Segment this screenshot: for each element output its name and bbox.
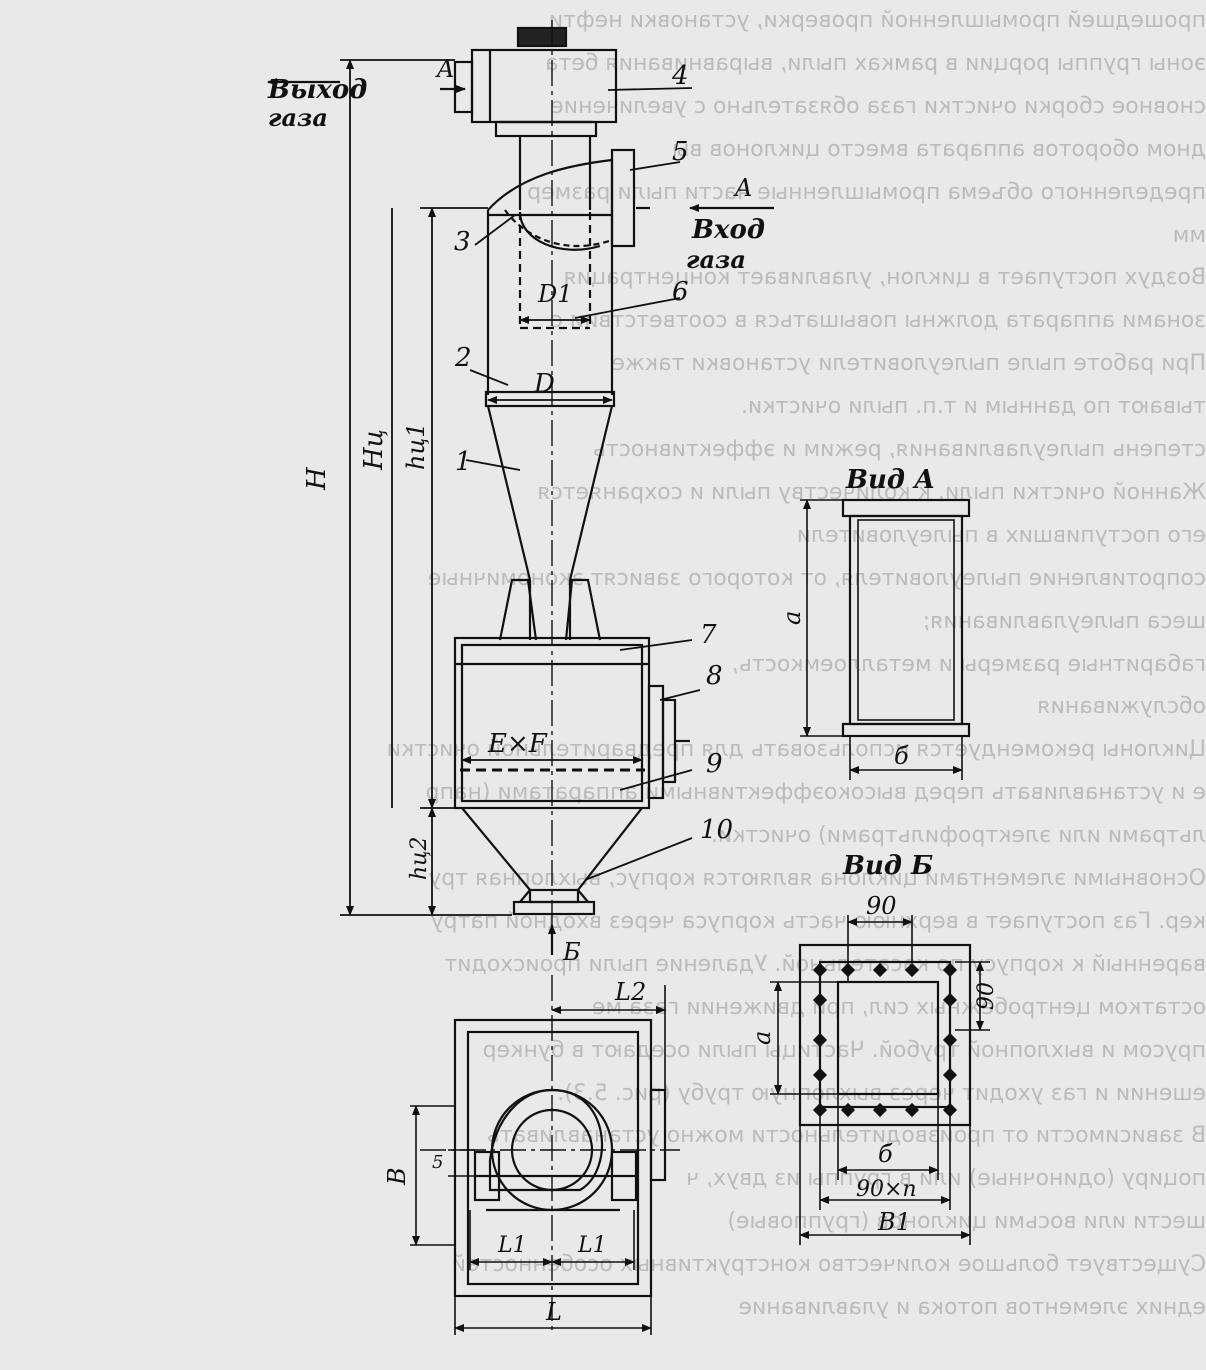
view-a — [800, 498, 971, 780]
dim-h: H — [302, 466, 332, 491]
dim-exf: E×F — [487, 729, 548, 759]
discharge-10 — [512, 900, 596, 916]
dim-hc2: hц2 — [407, 836, 432, 880]
dim-d1: D1 — [537, 280, 573, 308]
bolt-hole-marker — [812, 992, 828, 1008]
hatch-8 — [661, 698, 677, 784]
bolt-hole-marker — [812, 1067, 828, 1083]
dim-l: L — [545, 1298, 562, 1326]
part-1: 1 — [455, 447, 472, 477]
view-a-title: Вид А — [845, 465, 935, 495]
bolt-hole-marker — [942, 1032, 958, 1048]
bolt-pitch-90: 90 — [866, 892, 897, 920]
bolt-hole-marker — [840, 962, 856, 978]
inlet-label2: газа — [686, 245, 746, 274]
bolt-hole-marker — [904, 962, 920, 978]
bolt-hole-marker — [812, 1102, 828, 1118]
part-8: 8 — [706, 661, 723, 691]
dim-hc: Hц — [359, 429, 389, 471]
view-a-b: б — [894, 742, 909, 770]
part-2: 2 — [454, 343, 472, 373]
bolt-hole-marker — [872, 962, 888, 978]
view-b-title: Вид Б — [842, 851, 933, 881]
part-3: 3 — [454, 227, 471, 257]
bolt-hole-marker — [904, 1102, 920, 1118]
bolt-hole-marker — [840, 1102, 856, 1118]
bolt-hole-marker — [942, 1102, 958, 1118]
bolt-hole-marker — [812, 962, 828, 978]
section-b: Б — [562, 938, 581, 966]
outlet-label2: газа — [268, 103, 328, 132]
inlet-flange-5 — [610, 148, 636, 248]
dim-l1-right: L1 — [577, 1233, 607, 1258]
drawing-labels: Выход газа A A Вход газа Б 1 2 3 4 5 6 7… — [267, 55, 999, 1326]
part-4: 4 — [671, 61, 689, 91]
dim-d: D — [533, 369, 555, 399]
view-b-a: a — [748, 1031, 776, 1045]
dimension-lines — [340, 59, 701, 916]
view-b-b1: B1 — [877, 1208, 911, 1236]
outlet-flange-top — [516, 26, 568, 48]
view-b-b: б — [878, 1140, 893, 1168]
part-6: 6 — [672, 277, 689, 307]
bolt-pitch-90-side: 90 — [974, 982, 999, 1010]
dim-l1-left: L1 — [497, 1233, 527, 1258]
bolt-hole-marker — [872, 1102, 888, 1118]
part-5: 5 — [672, 137, 689, 167]
section-a-right: A — [733, 174, 752, 202]
dim-5: 5 — [432, 1152, 443, 1173]
section-a-top: A — [435, 55, 454, 83]
gas-arrows — [267, 78, 774, 955]
bolt-hole-marker — [942, 1067, 958, 1083]
part-9: 9 — [706, 749, 723, 779]
dim-b-plan: B — [383, 1167, 411, 1186]
part-10: 10 — [700, 815, 733, 845]
view-b-bolts — [812, 962, 958, 1118]
dim-hc1: hц1 — [402, 423, 430, 470]
dim-l2: L2 — [614, 978, 646, 1006]
outlet-elbow-4 — [470, 48, 618, 124]
outlet-label: Выход — [267, 75, 367, 105]
part-7: 7 — [700, 620, 717, 650]
bolt-pitch-90n: 90×n — [856, 1177, 917, 1202]
inlet-label: Вход — [691, 215, 765, 245]
bolt-hole-marker — [942, 962, 958, 978]
bolt-hole-marker — [812, 1032, 828, 1048]
plan-view — [410, 975, 680, 1335]
view-a-a: a — [778, 611, 806, 625]
bolt-hole-marker — [942, 992, 958, 1008]
cyclone-elevation — [453, 20, 690, 950]
